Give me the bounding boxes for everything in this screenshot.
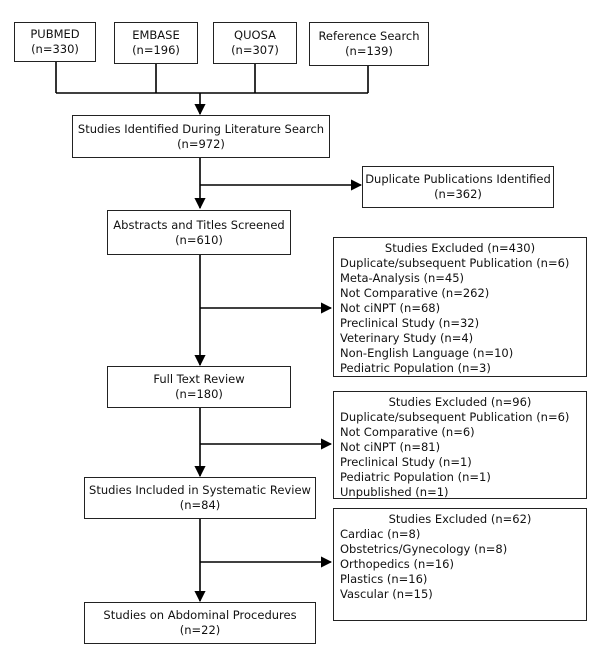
source-name: QUOSA bbox=[234, 28, 276, 42]
duplicates-count: (n=362) bbox=[434, 187, 482, 201]
identified-count: (n=972) bbox=[177, 136, 225, 151]
excluded-item: Preclinical Study (n=32) bbox=[340, 316, 480, 330]
excluded-title: Studies Excluded (n=430) bbox=[384, 241, 536, 255]
screened-box: Abstracts and Titles Screened (n=610) bbox=[107, 210, 291, 255]
excluded-item: Preclinical Study (n=1) bbox=[340, 455, 472, 469]
identified-label: Studies Identified During Literature Sea… bbox=[77, 121, 325, 136]
excluded-item: Pediatric Population (n=3) bbox=[340, 361, 491, 375]
excluded-item: Pediatric Population (n=1) bbox=[340, 470, 491, 484]
included-label: Studies Included in Systematic Review bbox=[89, 483, 311, 497]
excluded-item: Not Comparative (n=262) bbox=[340, 286, 490, 300]
excluded-item: Veterinary Study (n=4) bbox=[340, 331, 474, 345]
excluded-item: Duplicate/subsequent Publication (n=6) bbox=[340, 410, 570, 424]
abdominal-box: Studies on Abdominal Procedures (n=22) bbox=[84, 602, 316, 644]
abdominal-count: (n=22) bbox=[179, 623, 221, 637]
screened-label: Abstracts and Titles Screened bbox=[113, 217, 285, 232]
excluded-item: Unpublished (n=1) bbox=[340, 485, 449, 499]
included-count: (n=84) bbox=[179, 498, 221, 512]
abdominal-label: Studies on Abdominal Procedures bbox=[103, 608, 297, 622]
source-count: (n=330) bbox=[31, 42, 79, 56]
excluded-item: Obstetrics/Gynecology (n=8) bbox=[340, 542, 508, 556]
excluded-item: Plastics (n=16) bbox=[340, 572, 428, 586]
duplicates-label: Duplicate Publications Identified bbox=[365, 172, 551, 186]
fulltext-count: (n=180) bbox=[175, 387, 223, 401]
source-count: (n=307) bbox=[231, 43, 279, 57]
excluded-item: Orthopedics (n=16) bbox=[340, 557, 454, 571]
source-name: Reference Search bbox=[318, 29, 420, 43]
source-name: EMBASE bbox=[132, 28, 180, 42]
excluded-box-1: Studies Excluded (n=430) Duplicate/subse… bbox=[333, 237, 587, 377]
identified-box: Studies Identified During Literature Sea… bbox=[72, 115, 330, 158]
screened-count: (n=610) bbox=[175, 232, 223, 247]
excluded-item: Not Comparative (n=6) bbox=[340, 425, 475, 439]
source-box-embase: EMBASE (n=196) bbox=[114, 22, 198, 64]
excluded-item: Vascular (n=15) bbox=[340, 587, 433, 601]
excluded-item: Not ciNPT (n=68) bbox=[340, 301, 441, 315]
fulltext-label: Full Text Review bbox=[153, 372, 245, 386]
source-count: (n=139) bbox=[345, 44, 393, 58]
source-box-reference-search: Reference Search (n=139) bbox=[309, 22, 429, 66]
source-box-pubmed: PUBMED (n=330) bbox=[14, 22, 96, 62]
excluded-title: Studies Excluded (n=62) bbox=[388, 512, 532, 526]
excluded-item: Cardiac (n=8) bbox=[340, 527, 421, 541]
excluded-box-3: Studies Excluded (n=62) Cardiac (n=8) Ob… bbox=[333, 508, 587, 621]
excluded-item: Meta-Analysis (n=45) bbox=[340, 271, 465, 285]
source-box-quosa: QUOSA (n=307) bbox=[213, 22, 297, 64]
excluded-item: Duplicate/subsequent Publication (n=6) bbox=[340, 256, 570, 270]
duplicates-box: Duplicate Publications Identified (n=362… bbox=[362, 166, 554, 208]
source-count: (n=196) bbox=[132, 43, 180, 57]
source-name: PUBMED bbox=[30, 27, 80, 41]
excluded-item: Not ciNPT (n=81) bbox=[340, 440, 441, 454]
excluded-box-2: Studies Excluded (n=96) Duplicate/subseq… bbox=[333, 391, 587, 499]
included-box: Studies Included in Systematic Review (n… bbox=[84, 477, 316, 519]
excluded-title: Studies Excluded (n=96) bbox=[388, 395, 532, 409]
excluded-item: Non-English Language (n=10) bbox=[340, 346, 514, 360]
fulltext-box: Full Text Review (n=180) bbox=[107, 366, 291, 408]
